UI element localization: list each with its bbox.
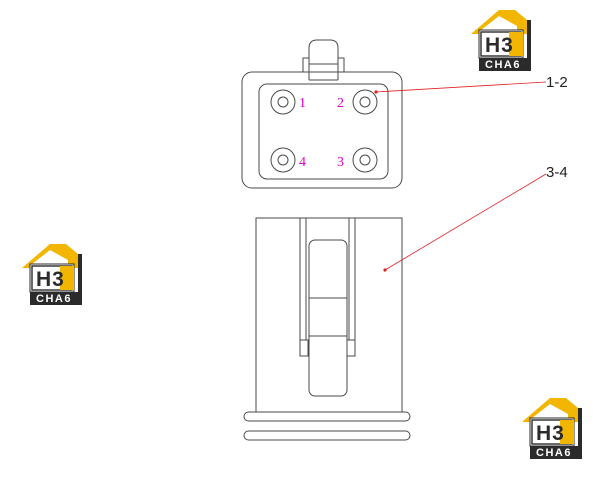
bracket-right: [346, 218, 356, 357]
bolt-hole-3: [352, 147, 378, 173]
leader-3-4: [383, 173, 547, 272]
watermark-logo-bottom: H3 CHA6: [521, 397, 583, 460]
hole-label-3: 3: [337, 155, 344, 170]
plate-outer: [241, 71, 403, 189]
watermark-main-text: H3: [485, 34, 514, 57]
callout-1-2: 1-2: [546, 74, 568, 91]
bolt-hole-2: [352, 89, 378, 115]
watermark-main-text: H3: [536, 422, 565, 445]
base-rail-upper: [243, 411, 411, 422]
bracket-left: [299, 218, 309, 357]
hinge-tab: [302, 39, 345, 81]
watermark-sub-text: CHA6: [485, 59, 521, 71]
bolt-hole-4: [270, 147, 296, 173]
leader-1-2: [374, 81, 547, 94]
hole-label-1: 1: [299, 96, 306, 111]
callout-3-4: 3-4: [546, 164, 568, 181]
watermark-sub-text: CHA6: [36, 293, 72, 305]
watermark-main-text: H3: [36, 268, 65, 291]
roller: [308, 239, 348, 397]
watermark-logo-left: H3 CHA6: [21, 243, 83, 306]
housing-body: [255, 217, 403, 413]
plate-inner: [258, 83, 389, 180]
watermark-logo-top: H3 CHA6: [470, 9, 532, 72]
hole-label-2: 2: [337, 96, 344, 111]
hole-label-4: 4: [299, 155, 306, 170]
watermark-sub-text: CHA6: [536, 447, 572, 459]
top-view-assembly: [241, 39, 403, 189]
side-view-assembly: [243, 217, 411, 441]
base-rail-lower: [243, 430, 411, 441]
bolt-hole-1: [270, 89, 296, 115]
